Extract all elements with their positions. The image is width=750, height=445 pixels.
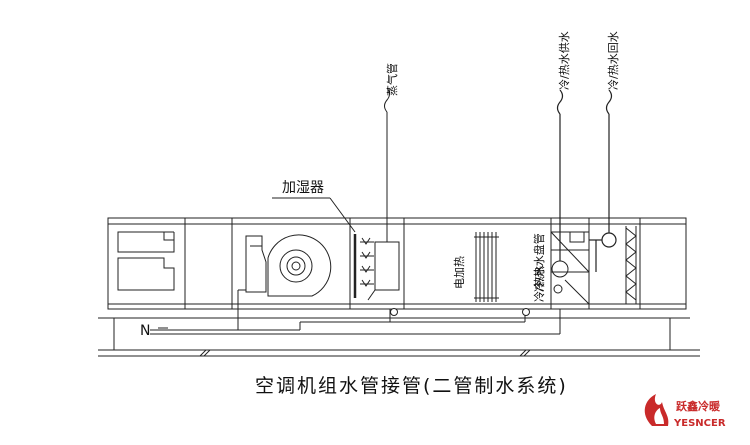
steam-distributor	[374, 241, 400, 291]
return-pipe-break	[605, 89, 613, 115]
fan-impeller-inner	[286, 256, 306, 276]
electric-heater-label: 电加热	[453, 256, 466, 289]
steam-pipe-label: 蒸气管	[385, 63, 399, 96]
damper-blocks	[117, 231, 175, 291]
humidifier-leader	[272, 197, 356, 233]
return-valve	[601, 232, 617, 248]
ahu-casing	[107, 217, 687, 310]
floor-base	[98, 317, 700, 357]
humidifier-grid	[353, 234, 400, 301]
coil-water-label: 冷/热水	[533, 265, 546, 302]
steam-pipe-break	[384, 87, 390, 113]
neutral-mark: N	[140, 323, 150, 339]
return-water-label: 冷/热水回水	[607, 31, 620, 90]
supply-pipe-break	[556, 89, 564, 115]
filter-zigzag	[625, 227, 637, 301]
fan-section	[237, 234, 332, 330]
steam-pipe	[384, 87, 390, 242]
drain-trap-right	[522, 308, 530, 316]
fan-scroll	[267, 234, 332, 297]
return-pipe	[589, 89, 617, 272]
brand-logo: 跃鑫冷暖 YESNCER	[644, 394, 726, 429]
humidifier-label: 加湿器	[282, 180, 324, 196]
coil-section	[550, 231, 590, 305]
drain-trap-left	[390, 308, 398, 316]
diagram-caption: 空调机组水管接管(二管制水系统)	[255, 375, 568, 397]
supply-water-label: 冷/热水供水	[557, 31, 571, 90]
supply-pipe	[556, 89, 564, 261]
coil-valve-lower	[551, 260, 569, 278]
filter-section	[625, 226, 637, 304]
logo-brand: YESNCER	[673, 418, 726, 429]
electric-heater	[474, 232, 499, 302]
logo-name: 跃鑫冷暖	[676, 399, 721, 413]
flame-icon	[644, 394, 669, 426]
coil-label: 冷/热水盘管	[532, 233, 546, 292]
fan-impeller-outer	[279, 249, 313, 283]
drain-line	[150, 308, 561, 335]
